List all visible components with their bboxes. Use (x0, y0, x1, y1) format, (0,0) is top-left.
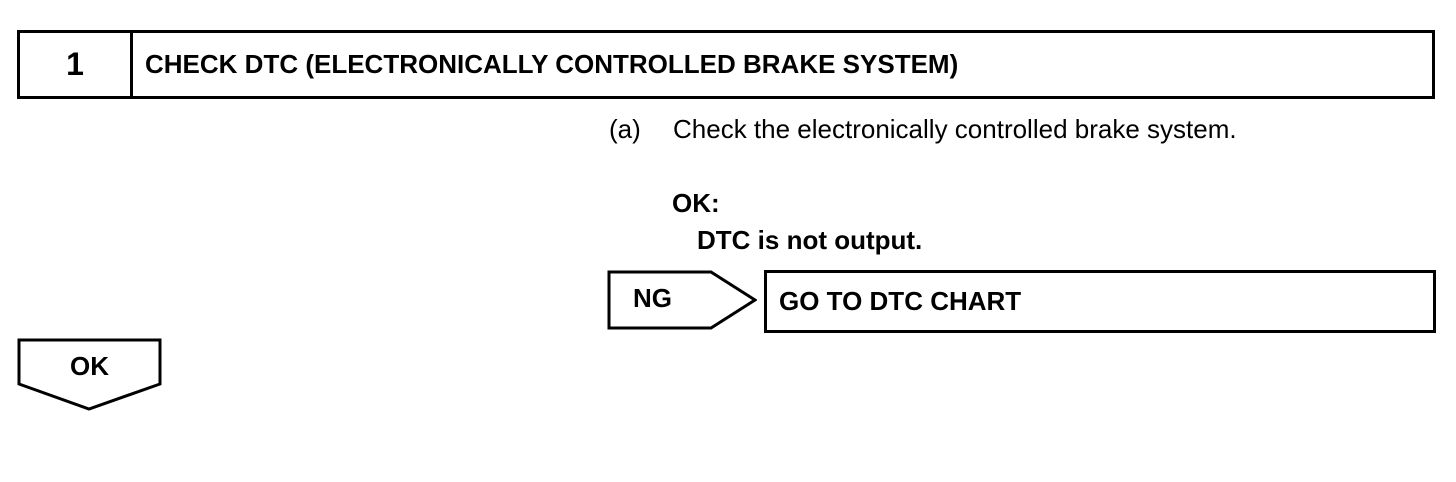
instruction-text: Check the electronically controlled brak… (673, 114, 1237, 144)
ng-action-text: GO TO DTC CHART (779, 286, 1022, 316)
instruction-marker: (a) (609, 114, 641, 144)
ok-arrow-icon (17, 338, 162, 411)
ok-condition-text: DTC is not output. (697, 225, 923, 255)
step-title: CHECK DTC (ELECTRONICALLY CONTROLLED BRA… (145, 49, 959, 79)
ng-action-box: GO TO DTC CHART (764, 270, 1436, 333)
ng-label: NG (633, 283, 672, 313)
instruction: (a) Check the electronically controlled … (609, 114, 1237, 145)
ng-arrow-icon (607, 270, 757, 330)
step-number: 1 (20, 33, 133, 96)
step-header: 1 CHECK DTC (ELECTRONICALLY CONTROLLED B… (17, 30, 1435, 99)
ok-condition-label: OK: (672, 188, 720, 218)
ok-label: OK (70, 351, 109, 381)
